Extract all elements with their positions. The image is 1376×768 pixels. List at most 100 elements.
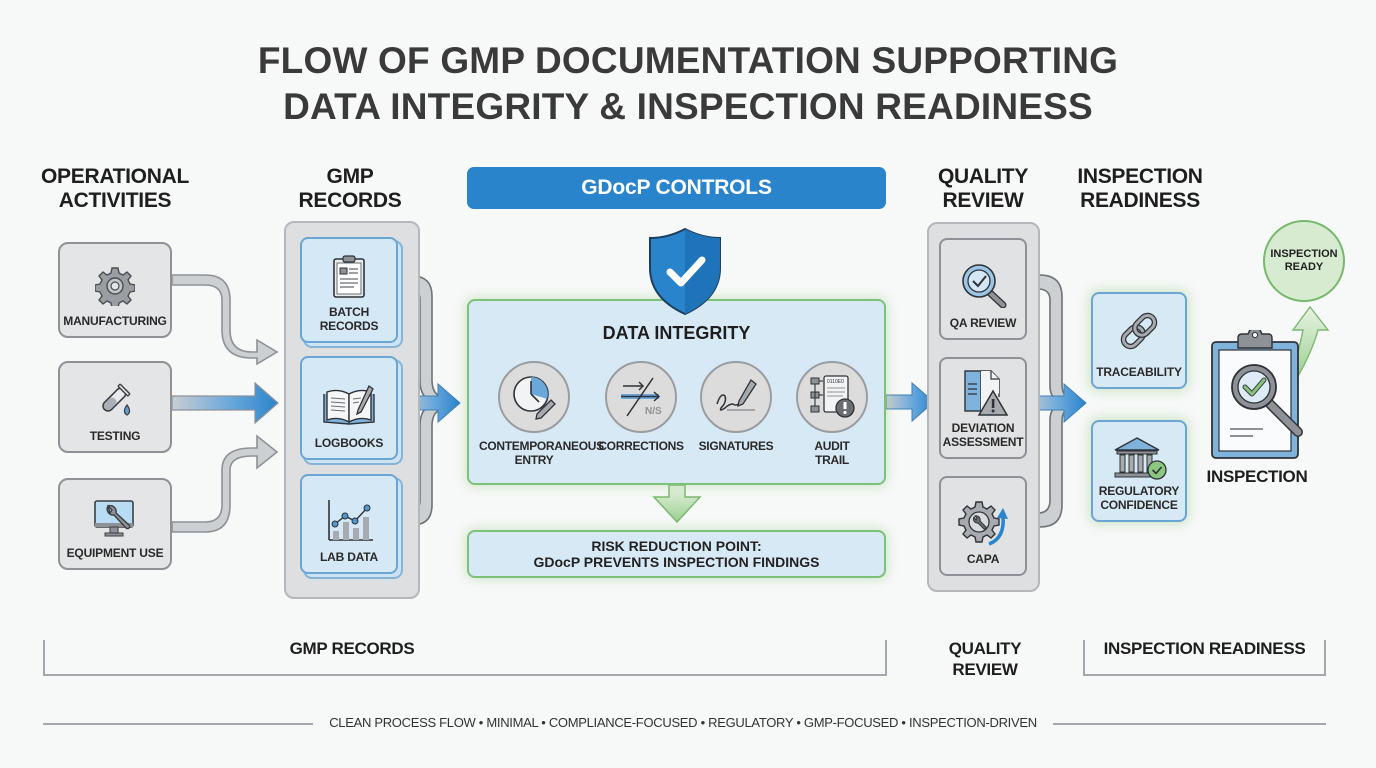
record-label-line: RECORDS	[319, 319, 379, 333]
control-label-line: SIGNATURES	[698, 439, 774, 453]
clipboard-magnifier-icon	[1211, 330, 1303, 459]
arrow-equipment-to-records	[171, 434, 279, 533]
control-audit-trail[interactable]: 0110E0 AUDIT TRAIL	[777, 361, 887, 467]
column-header-operational: OPERATIONAL ACTIVITIES	[30, 165, 200, 213]
readiness-label-line: REGULATORY	[1098, 484, 1180, 498]
review-capa[interactable]: CAPA	[939, 476, 1027, 576]
title-line-2: DATA INTEGRITY & INSPECTION READINESS	[283, 86, 1093, 127]
ready-line-1: INSPECTION	[1270, 248, 1338, 260]
chart-icon	[328, 500, 373, 541]
bracket-label-quality-review: QUALITY REVIEW	[925, 638, 1045, 680]
readiness-label-line: CONFIDENCE	[1100, 498, 1178, 512]
control-label-line: CORRECTIONS	[598, 439, 684, 453]
footer-divider-right	[1053, 723, 1326, 725]
review-label-line: ASSESSMENT	[942, 435, 1024, 449]
control-contemporaneous-entry[interactable]: CONTEMPORANEOUS ENTRY	[479, 361, 604, 467]
correction-icon-text: N/S	[645, 406, 662, 417]
data-integrity-title: DATA INTEGRITY	[602, 323, 751, 343]
record-lab-data[interactable]: LAB DATA	[300, 474, 398, 574]
record-label-line: BATCH	[328, 305, 370, 319]
review-label-line: DEVIATION	[951, 421, 1015, 435]
column-header-line: RECORDS	[298, 189, 402, 212]
activity-label: EQUIPMENT USE	[66, 546, 164, 560]
readiness-label: REGULATORY CONFIDENCE	[1098, 484, 1180, 512]
arrow-data-integrity-to-risk	[652, 484, 702, 524]
monitor-wrench-icon	[94, 500, 134, 537]
column-header-quality-review: QUALITY REVIEW	[923, 165, 1043, 213]
bracket-label-gmp-records: GMP RECORDS	[289, 639, 415, 658]
open-book-icon	[323, 384, 375, 425]
clock-pencil-icon	[513, 376, 556, 420]
activity-label: TESTING	[89, 429, 141, 443]
readiness-label: TRACEABILITY	[1096, 365, 1182, 379]
gear-wrench-icon	[958, 501, 1008, 546]
gear-icon	[95, 267, 135, 306]
column-header-inspection-readiness: INSPECTION READINESS	[1070, 165, 1210, 213]
bracket-inspection-readiness	[1083, 640, 1326, 676]
activity-equipment-use[interactable]: EQUIPMENT USE	[58, 478, 172, 570]
review-label-line: CAPA	[966, 552, 1000, 566]
title-line-1: FLOW OF GMP DOCUMENTATION SUPPORTING	[257, 40, 1119, 81]
column-header-line: READINESS	[1080, 189, 1200, 212]
control-icon-circle	[700, 361, 772, 433]
data-integrity-panel: DATA INTEGRITY CONTEMPORANEOUS ENTRY	[467, 299, 886, 485]
activity-label: MANUFACTURING	[63, 314, 167, 328]
control-label-line: ENTRY	[514, 453, 554, 467]
clipboard-icon	[333, 255, 365, 298]
review-deviation-assessment[interactable]: DEVIATION ASSESSMENT	[939, 357, 1027, 459]
bracket-label-line: REVIEW	[952, 660, 1018, 679]
column-header-line: OPERATIONAL	[41, 165, 189, 188]
control-label-line: TRAIL	[815, 453, 849, 467]
risk-reduction-point: RISK REDUCTION POINT: GDocP PREVENTS INS…	[467, 530, 886, 578]
review-label: QA REVIEW	[950, 316, 1017, 330]
column-header-line: GMP	[326, 165, 374, 188]
audit-trail-icon: 0110E0	[810, 375, 855, 418]
bracket-label-inspection-readiness: INSPECTION READINESS	[1103, 639, 1306, 658]
review-qa-review[interactable]: QA REVIEW	[939, 238, 1027, 340]
review-label: CAPA	[966, 552, 1000, 566]
risk-line-2: GDocP PREVENTS INSPECTION FINDINGS	[533, 554, 820, 570]
footer-tagline: CLEAN PROCESS FLOW • MINIMAL • COMPLIANC…	[329, 715, 1037, 730]
arrow-manufacturing-to-records	[171, 274, 279, 366]
record-label: LAB DATA	[320, 550, 378, 564]
shield-check-icon	[649, 227, 721, 316]
record-label-line: LAB DATA	[320, 550, 378, 564]
control-label: CORRECTIONS	[586, 439, 696, 453]
record-batch-records[interactable]: BATCH RECORDS	[300, 237, 398, 343]
control-label-line: CONTEMPORANEOUS	[479, 439, 604, 453]
chain-link-icon	[1120, 312, 1158, 350]
record-label-line: LOGBOOKS	[314, 436, 384, 450]
readiness-regulatory-confidence[interactable]: REGULATORY CONFIDENCE	[1091, 420, 1187, 522]
activity-manufacturing[interactable]: MANUFACTURING	[58, 242, 172, 338]
column-header-line: QUALITY	[937, 165, 1029, 188]
ready-line-2: READY	[1284, 261, 1324, 273]
bracket-gmp-records	[43, 640, 887, 676]
inspection-ready-badge: INSPECTION READY	[1263, 220, 1345, 302]
control-signatures[interactable]: SIGNATURES	[681, 361, 791, 453]
document-warning-icon	[964, 370, 1009, 416]
footer-divider-left	[43, 723, 313, 725]
gdocp-controls-banner: GDocP CONTROLS	[467, 167, 886, 209]
institution-check-icon	[1114, 437, 1167, 480]
record-logbooks[interactable]: LOGBOOKS	[300, 356, 398, 460]
inspection-label: INSPECTION	[1206, 467, 1308, 486]
arrow-testing-to-records	[171, 381, 279, 425]
column-header-line: ACTIVITIES	[58, 189, 172, 212]
control-label-line: AUDIT	[814, 439, 850, 453]
control-icon-circle: 0110E0	[796, 361, 868, 433]
column-header-line: REVIEW	[942, 189, 1024, 212]
magnifier-check-icon	[962, 264, 1007, 308]
control-icon-circle: N/S	[605, 361, 677, 433]
control-label: AUDIT TRAIL	[777, 439, 887, 467]
record-label: BATCH RECORDS	[320, 305, 379, 333]
control-label: SIGNATURES	[681, 439, 791, 453]
activity-testing[interactable]: TESTING	[58, 361, 172, 453]
control-icon-circle	[498, 361, 570, 433]
control-corrections[interactable]: N/S CORRECTIONS	[586, 361, 696, 453]
readiness-traceability[interactable]: TRACEABILITY	[1091, 292, 1187, 389]
strikethrough-icon: N/S	[621, 377, 662, 417]
control-label: CONTEMPORANEOUS ENTRY	[479, 439, 604, 467]
review-label: DEVIATION ASSESSMENT	[943, 421, 1024, 449]
audit-icon-text: 0110E0	[827, 379, 844, 385]
signature-icon	[716, 379, 757, 411]
